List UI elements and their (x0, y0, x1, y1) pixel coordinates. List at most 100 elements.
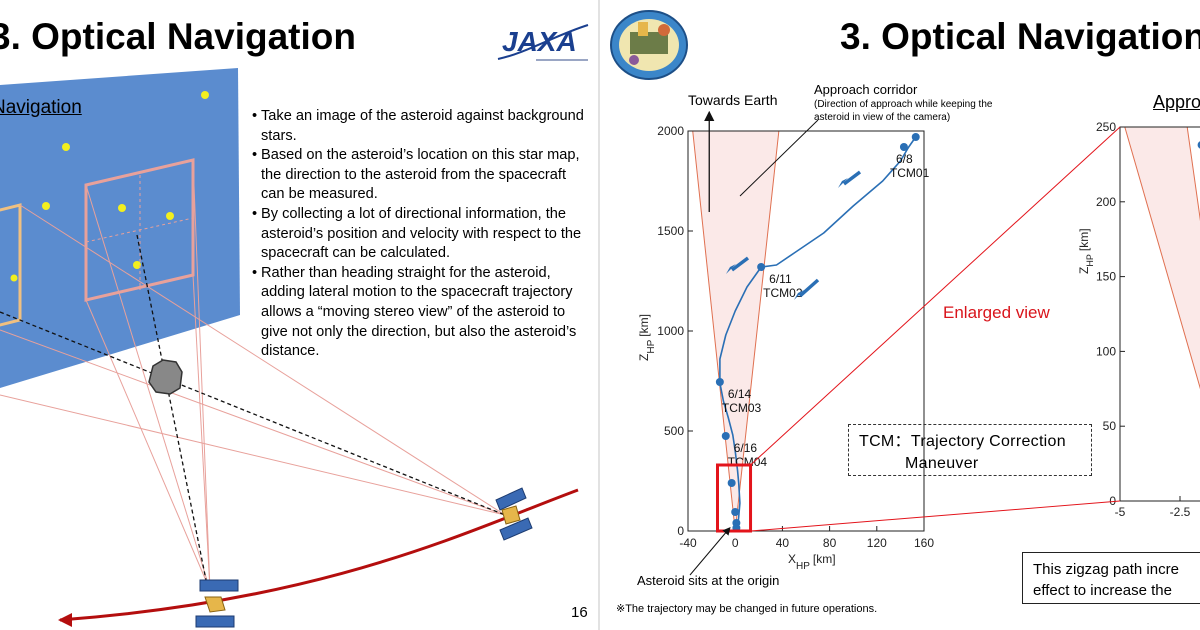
approach-corridor-description: (Direction of approach while keeping the… (814, 99, 993, 123)
tcm-name-label: TCM04 (728, 455, 768, 469)
zoom-plot-area: 0 50 100 150 200 250 -5 -2.5 ZHP[km] (1077, 120, 1200, 519)
trajectory-point (727, 479, 736, 487)
direction-arrow (730, 256, 750, 272)
jaxa-logo-mark: JAXA (497, 24, 589, 61)
approach-corridor-label: Approach corridor (814, 82, 918, 97)
tcm-name-label: TCM02 (763, 286, 803, 300)
star (166, 212, 174, 220)
zoom-y-tick-label: 150 (1096, 270, 1116, 284)
direction-arrowhead (838, 178, 848, 188)
footnote: ※The trajectory may be changed in future… (616, 603, 878, 615)
tcm-line-1: TCM：Trajectory Correction (859, 433, 1066, 450)
tcm-line-2: Maneuver (905, 455, 979, 472)
asteroid (148, 359, 183, 395)
x-tick-label: 160 (914, 536, 934, 550)
x-tick-label: 80 (823, 536, 837, 550)
trajectory-point (757, 263, 766, 271)
spacecraft-trajectory (59, 488, 579, 622)
trajectory-point (731, 508, 740, 516)
star (201, 91, 209, 99)
zoom-y-tick-label: 200 (1096, 195, 1116, 209)
zoom-trajectory-point (1197, 141, 1200, 149)
chart-annotations (689, 110, 1121, 576)
asteroid-origin-label: Asteroid sits at the origin (637, 573, 780, 588)
zoom-corridor-edge (1124, 126, 1200, 390)
tcm-name-label: TCM01 (890, 166, 930, 180)
zigzag-line-1: This zigzag path incre (1033, 561, 1179, 578)
star (62, 143, 70, 151)
spacecraft-right (495, 487, 533, 541)
trajectory-series-line (719, 136, 917, 530)
zoom-x-tick-label: -5 (1115, 505, 1126, 519)
approach-corridor-fill (692, 131, 779, 531)
slide-title: 3. Optical Navigation (0, 16, 356, 57)
bullet-item: Take an image of the asteroid against ba… (252, 107, 587, 146)
logo-text: JAXA (502, 26, 577, 57)
star (42, 202, 50, 210)
zoom-y-tick-label: 250 (1096, 120, 1116, 134)
x-tick-label: 0 (732, 536, 739, 550)
slide-divider (598, 0, 600, 630)
trajectory-point (911, 133, 920, 141)
enlarge-link-top (750, 126, 1121, 466)
trajectory-point (715, 378, 724, 386)
trajectory-point (721, 432, 730, 440)
enlarged-region-box (716, 463, 753, 533)
star (133, 261, 141, 269)
y-tick-label: 1000 (657, 324, 684, 338)
approach-heading: Appro (1153, 92, 1200, 112)
jaxa-logo: JAXA (496, 17, 594, 69)
x-axis-label: XHP[km] (788, 552, 836, 572)
y-axis-label: ZHP[km] (637, 314, 657, 361)
zigzag-note-box: This zigzag path incre effect to increas… (1022, 552, 1200, 604)
zoom-y-tick-label: 50 (1103, 419, 1117, 433)
slide-title: 3. Optical Navigation (840, 16, 1200, 57)
spacecraft-bottom (195, 579, 239, 628)
direction-arrowhead (726, 264, 736, 274)
bullet-item: By collecting a lot of directional infor… (252, 205, 587, 264)
x-tick-label: -40 (679, 536, 697, 550)
left-slide: 3. Optical Navigation JAXA Navigation Ta… (0, 0, 598, 630)
zoom-x-tick-label: -2.5 (1170, 505, 1191, 519)
bullet-list: Take an image of the asteroid against ba… (252, 107, 587, 362)
mission-badge-logo (608, 8, 690, 82)
enlarge-link-bottom (750, 500, 1121, 532)
page-number: 16 (571, 604, 588, 621)
origin-pointer-arrow (689, 526, 731, 576)
tcm-date-label: 6/16 (734, 441, 758, 455)
y-tick-label: 0 (677, 524, 684, 538)
bullet-item: Based on the asteroid’s location on this… (252, 146, 587, 205)
zoom-y-tick-label: 100 (1096, 344, 1116, 358)
direction-arrow (798, 278, 820, 298)
direction-arrow (842, 170, 862, 186)
tcm-date-label: 6/11 (769, 272, 792, 286)
section-subtitle: Navigation (0, 97, 82, 118)
y-tick-label: 1500 (657, 224, 684, 238)
bullet-item: Rather than heading straight for the ast… (252, 264, 587, 362)
x-tick-label: 120 (867, 536, 887, 550)
zoom-y-axis-label: ZHP[km] (1077, 228, 1095, 274)
star (118, 204, 126, 212)
trajectory-arrowhead (58, 613, 72, 627)
y-tick-label: 500 (664, 424, 684, 438)
zoom-corridor-edge (1186, 126, 1200, 222)
corridor-pointer-line (739, 119, 819, 197)
star (10, 274, 18, 282)
zoom-corridor-fill (1124, 127, 1200, 388)
enlarged-view-label: Enlarged view (943, 303, 1050, 322)
direction-arrowhead (794, 290, 804, 300)
zoom-y-tick-label: 0 (1109, 494, 1116, 508)
tcm-name-label: TCM03 (722, 401, 762, 415)
tcm-definition-box: TCM：Trajectory Correction Maneuver (848, 424, 1092, 476)
towards-earth-label: Towards Earth (688, 92, 778, 108)
direction-lines (0, 234, 506, 591)
star-map-plane (0, 68, 240, 388)
optical-navigation-illustration (0, 68, 579, 628)
trajectory-point (899, 143, 908, 151)
frame-crosshair (85, 217, 194, 243)
tcm-date-label: 6/14 (728, 387, 752, 401)
